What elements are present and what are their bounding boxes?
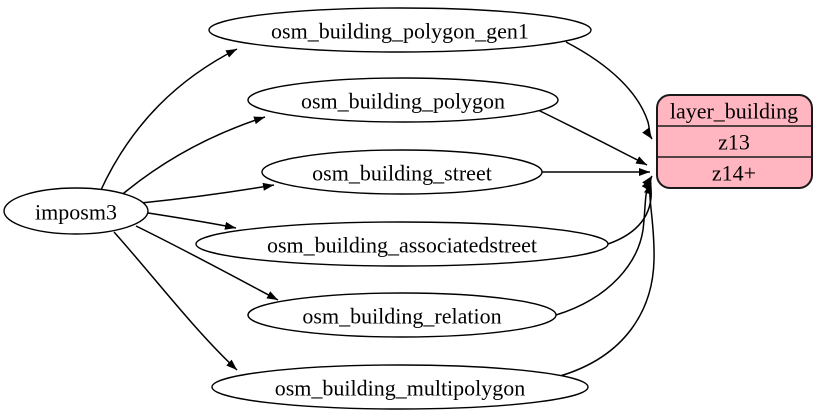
- edge-imposm3-street: [140, 182, 275, 204]
- layer-building-title: layer_building: [670, 99, 798, 124]
- table-label: osm_building_street: [312, 161, 492, 186]
- edge-polygon-z14: [537, 109, 648, 166]
- table-ellipse: [208, 7, 592, 53]
- layer-row-z13: z13: [718, 130, 750, 155]
- edges-tables-to-layer: [537, 41, 655, 377]
- table-ellipse: [211, 364, 589, 410]
- layer-row-z14: z14+: [712, 161, 756, 186]
- node-osm-building-multipolygon: osm_building_multipolygon: [211, 364, 589, 410]
- table-label: osm_building_polygon_gen1: [271, 19, 529, 44]
- node-imposm3: imposm3: [3, 187, 149, 235]
- edge-polygon-gen1-z13: [565, 41, 653, 140]
- table-label: osm_building_multipolygon: [275, 376, 526, 401]
- imposm3-ellipse: [3, 187, 149, 235]
- table-ellipse: [261, 149, 543, 195]
- layer-building-border: [656, 94, 813, 189]
- node-osm-building-associatedstreet: osm_building_associatedstreet: [195, 221, 609, 267]
- edge-imposm3-polygon: [117, 116, 266, 199]
- table-ellipse: [247, 292, 557, 338]
- node-osm-building-polygon-gen1: osm_building_polygon_gen1: [208, 7, 592, 53]
- table-label: osm_building_relation: [302, 304, 501, 329]
- table-ellipse: [247, 77, 559, 123]
- imposm3-label: imposm3: [35, 200, 117, 225]
- edge-imposm3-associatedstreet: [147, 212, 237, 230]
- edge-multipolygon-z14: [559, 182, 655, 377]
- node-osm-building-relation: osm_building_relation: [247, 292, 557, 338]
- layer-building-fill: [657, 95, 812, 188]
- node-osm-building-polygon: osm_building_polygon: [247, 77, 559, 123]
- edge-imposm3-polygon-gen1: [99, 48, 238, 193]
- node-osm-building-street: osm_building_street: [261, 149, 543, 195]
- edges-source-to-tables: [99, 48, 279, 371]
- node-layer-building: layer_building z13 z14+: [656, 94, 813, 189]
- edge-imposm3-multipolygon: [113, 231, 238, 371]
- table-label: osm_building_polygon: [301, 89, 505, 114]
- edge-imposm3-relation: [135, 225, 279, 301]
- table-label: osm_building_associatedstreet: [267, 233, 537, 258]
- table-ellipse: [195, 221, 609, 267]
